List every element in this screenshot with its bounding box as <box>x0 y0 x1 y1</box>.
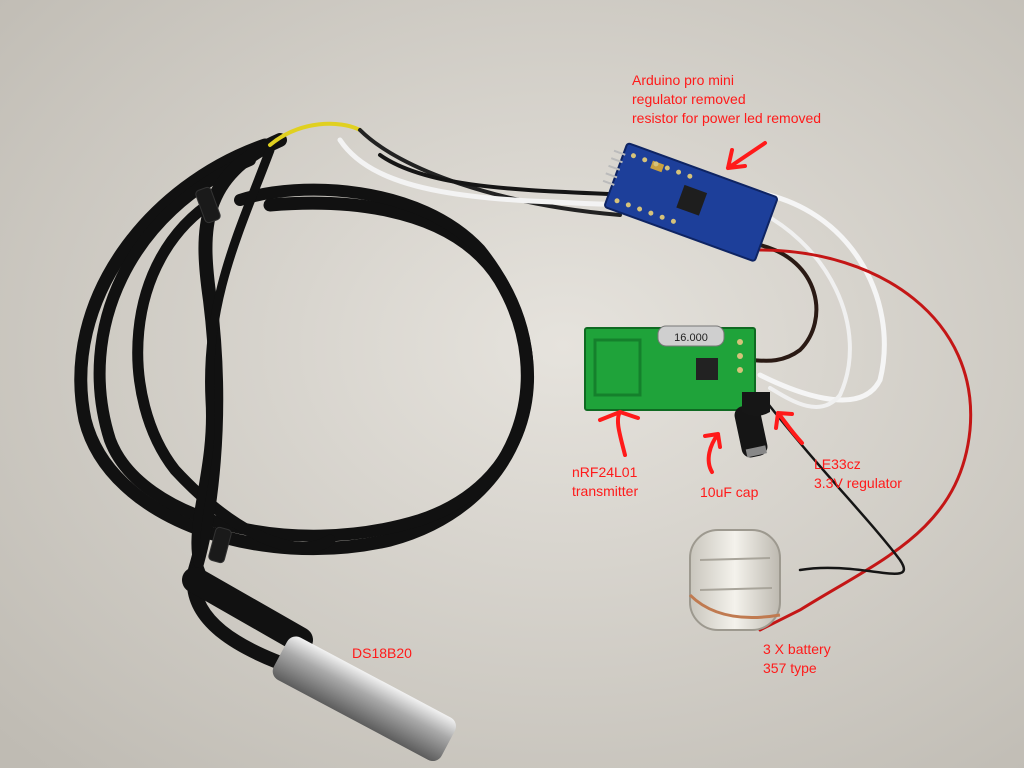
label-arduino-line3: resistor for power led removed <box>632 110 822 126</box>
label-sensor-line1: DS18B20 <box>352 645 412 661</box>
label-battery-line2: 357 type <box>763 660 817 676</box>
arrow-regulator <box>774 411 804 445</box>
label-battery-line1: 3 X battery <box>763 641 831 657</box>
label-regulator: LE33cz 3.3V regulator <box>814 455 902 493</box>
crystal-marking: 16.000 <box>674 332 708 344</box>
battery-pack <box>688 529 781 631</box>
capacitor-10uf <box>734 404 768 458</box>
arrow-nrf <box>598 410 640 457</box>
label-sensor: DS18B20 <box>352 644 412 663</box>
arduino-pro-mini <box>602 142 778 262</box>
label-nrf-line2: transmitter <box>572 483 639 499</box>
label-nrf-line1: nRF24L01 <box>572 464 638 480</box>
nrf24l01-board: 16.000 <box>584 325 756 411</box>
label-regulator-line1: LE33cz <box>814 456 861 472</box>
label-arduino-line2: regulator removed <box>632 91 746 107</box>
annotation-arrows <box>598 141 804 474</box>
arrow-arduino <box>726 141 767 170</box>
label-cap-line1: 10uF cap <box>700 484 759 500</box>
arrow-cap <box>703 432 722 474</box>
ds18b20-probe <box>182 567 456 762</box>
cable-ties <box>195 186 232 564</box>
label-nrf: nRF24L01 transmitter <box>572 463 638 501</box>
label-arduino: Arduino pro mini regulator removed resis… <box>632 71 821 128</box>
label-cap: 10uF cap <box>700 483 758 502</box>
wires <box>268 121 973 632</box>
label-arduino-line1: Arduino pro mini <box>632 72 734 88</box>
label-battery: 3 X battery 357 type <box>763 640 831 678</box>
label-regulator-line2: 3.3V regulator <box>814 475 902 491</box>
regulator-le33cz <box>742 392 770 416</box>
